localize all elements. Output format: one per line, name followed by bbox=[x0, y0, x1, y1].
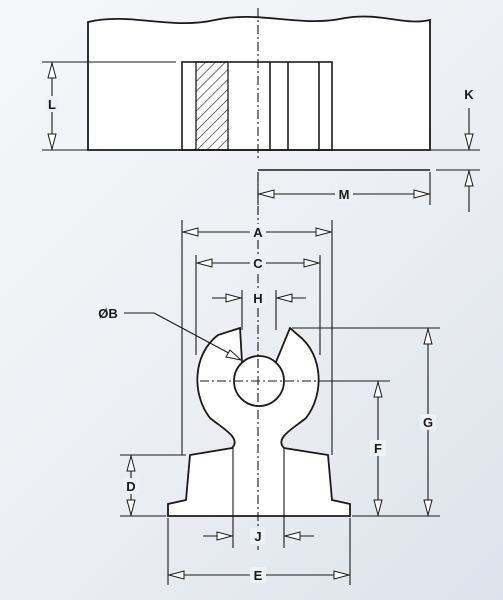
top-view bbox=[87, 15, 431, 171]
dimension-labels: L K M A C H ØB G F D J E bbox=[45, 87, 474, 583]
label-E: E bbox=[254, 568, 263, 583]
dimension-lines bbox=[47, 61, 474, 580]
label-B: ØB bbox=[98, 306, 118, 321]
panel-outline bbox=[87, 15, 431, 151]
label-H: H bbox=[253, 291, 262, 306]
label-L: L bbox=[48, 97, 56, 112]
hatched-section bbox=[195, 61, 229, 151]
label-A: A bbox=[253, 225, 263, 240]
label-C: C bbox=[253, 256, 263, 271]
front-view bbox=[167, 326, 351, 517]
label-M: M bbox=[339, 187, 350, 202]
clip-top-outline bbox=[181, 61, 333, 151]
label-F: F bbox=[374, 441, 382, 456]
clip-profile bbox=[167, 326, 351, 517]
label-D: D bbox=[126, 479, 135, 494]
label-K: K bbox=[464, 87, 474, 102]
label-J: J bbox=[254, 529, 261, 544]
label-G: G bbox=[423, 415, 433, 430]
